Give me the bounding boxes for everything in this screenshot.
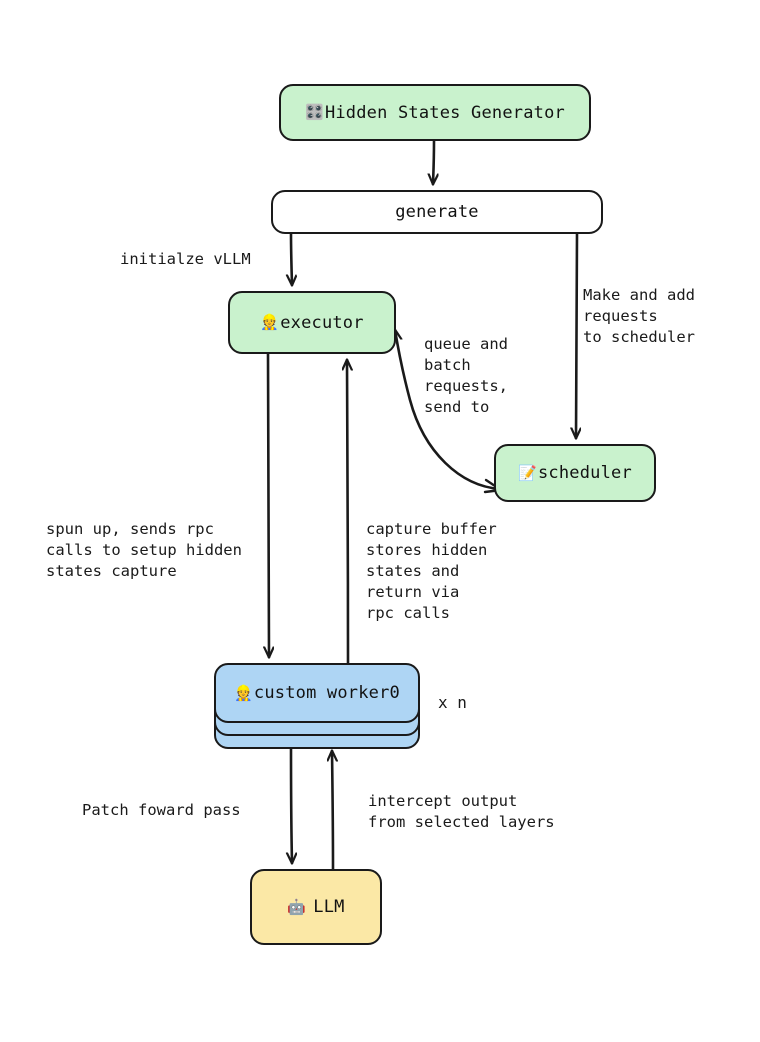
edge-label-spun-up-sends-rpc: spun up, sends rpc calls to setup hidden… [46,520,242,580]
node-label: LLM [313,897,345,917]
worker-multiplier-label: x n [438,693,467,712]
node-hidden-states-generator[interactable]: 🎛️Hidden States Generator [279,84,591,141]
node-label: executor [280,312,364,333]
edge-executor-to-worker [268,352,269,657]
node-label: scheduler [537,463,632,483]
construction-worker-icon: 👷 [234,683,253,702]
edge-llm-to-worker [332,751,333,871]
memo-icon: 📝 [518,463,537,482]
edge-label-make-and-add-requests: Make and add requests to scheduler [583,286,695,346]
edge-worker-to-executor [347,360,348,665]
edge-worker-to-llm [291,747,292,863]
node-custom-worker0[interactable]: 👷custom worker0 [214,663,420,723]
node-llm[interactable]: 🤖 LLM [250,869,382,945]
robot-icon: 🤖 [287,897,307,916]
node-label: generate [395,202,479,222]
edge-label-capture-buffer: capture buffer stores hidden states and … [366,520,497,622]
edge-label-patch-foward-pass: Patch foward pass [82,801,241,819]
node-label: Hidden States Generator [324,102,565,123]
node-executor[interactable]: 👷executor [228,291,396,354]
edge-generate-to-scheduler [576,232,577,438]
worker-icon: 👷 [260,313,280,331]
edge-generate-to-executor [291,232,292,285]
node-generate[interactable]: generate [271,190,603,234]
edge-scheduler-to-executor [395,330,502,491]
edge-label-queue-and-batch: queue and batch requests, send to [424,335,508,416]
edge-label-intercept-output: intercept output from selected layers [368,792,555,831]
control-knobs-icon: 🎛️ [305,103,324,121]
edge-generator-to-generate [433,139,434,184]
edge-label-initialize-vllm: initialze vLLM [120,250,251,268]
node-label: custom worker0 [253,683,400,703]
node-scheduler[interactable]: 📝scheduler [494,444,656,502]
